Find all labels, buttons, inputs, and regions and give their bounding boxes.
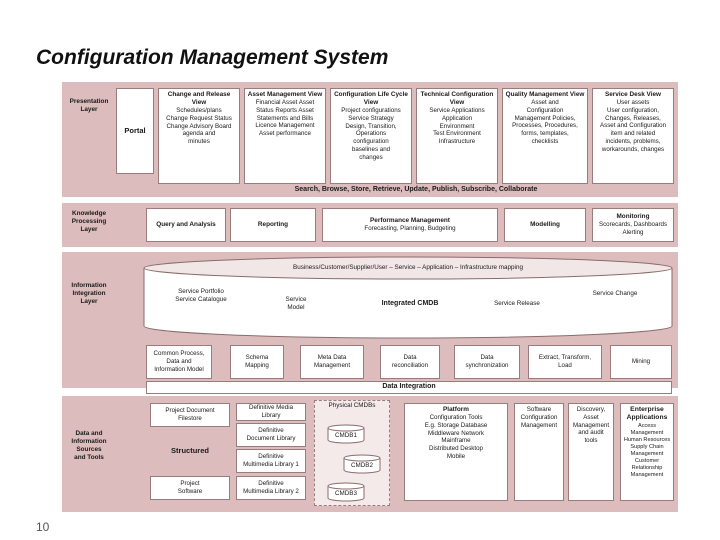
enterprise-desc: Access Management Human Resources Supply… <box>623 422 671 478</box>
service-release: Service Release <box>494 300 540 307</box>
view-desc: Service Applications Application Environ… <box>429 107 485 145</box>
data-integration-bar[interactable]: Data Integration <box>146 381 672 394</box>
enterprise-title: Enterprise Applications <box>626 406 668 422</box>
modelling-box[interactable]: Modelling <box>504 208 586 242</box>
performance-desc: Forecasting, Planning, Budgeting <box>364 225 456 233</box>
modelling-label: Modelling <box>530 221 560 228</box>
performance-box[interactable]: Performance Management Forecasting, Plan… <box>322 208 498 242</box>
tool-etl[interactable]: Extract, Transform, Load <box>528 345 602 379</box>
view-title: Configuration Life Cycle View <box>334 91 408 106</box>
view-desc: Asset and Configuration Management Polic… <box>512 99 578 145</box>
project-doc-filestore[interactable]: Project Document Filestore <box>150 403 230 427</box>
view-change-release[interactable]: Change and Release View Schedules/plans … <box>158 88 240 184</box>
tool-mining[interactable]: Mining <box>610 345 672 379</box>
slide-title: Configuration Management System <box>36 46 389 69</box>
filestore-label: Project Document Filestore <box>165 407 215 422</box>
ddl-label: Definitive Document Library <box>246 427 296 442</box>
tool-label: Extract, Transform, Load <box>538 354 592 369</box>
enterprise-apps-box[interactable]: Enterprise Applications Access Managemen… <box>620 403 674 501</box>
structured-label: Structured <box>171 446 209 455</box>
service-portfolio: Service Portfolio Service Catalogue <box>175 288 227 303</box>
service-model: Service Model <box>285 296 307 311</box>
view-title: Technical Configuration View <box>420 91 494 106</box>
dml-box[interactable]: Definitive Media Library <box>236 403 306 421</box>
cmdb1-label: CMDB1 <box>334 432 358 439</box>
dml2-box[interactable]: Definitive Multimedia Library 2 <box>236 476 306 500</box>
view-title: Service Desk View <box>604 91 662 98</box>
cmdb2-label: CMDB2 <box>350 462 374 469</box>
integration-layer-label: Information Integration Layer <box>71 282 107 305</box>
tool-data-reconciliation[interactable]: Data reconciliation <box>380 345 440 379</box>
tool-schema-mapping[interactable]: Schema Mapping <box>230 345 284 379</box>
portal-box[interactable]: Portal <box>116 88 154 174</box>
view-service-desk[interactable]: Service Desk View User assets User confi… <box>592 88 674 184</box>
platform-box[interactable]: Platform Configuration Tools E.g. Storag… <box>404 403 508 501</box>
presentation-layer-label: Presentation Layer <box>69 98 109 113</box>
project-software[interactable]: Project Software <box>150 476 230 500</box>
monitoring-desc: Scorecards, Dashboards Alerting <box>598 221 668 236</box>
data-layer-label: Data and Information Sources and Tools <box>71 430 107 461</box>
page-number: 10 <box>36 520 50 534</box>
data-integration-label: Data Integration <box>382 383 436 391</box>
tool-label: Mining <box>631 358 651 366</box>
discovery-label: Discovery, Asset Management and audit to… <box>572 406 610 444</box>
cmdb2-cylinder <box>343 454 381 474</box>
view-desc: Project configurations Service Strategy … <box>341 107 401 161</box>
view-title: Asset Management View <box>247 91 323 98</box>
tool-label: Common Process, Data and Information Mod… <box>153 350 205 373</box>
portal-label: Portal <box>124 126 146 136</box>
tool-label: Data synchronization <box>465 354 509 369</box>
tool-data-synchronization[interactable]: Data synchronization <box>454 345 520 379</box>
view-title: Quality Management View <box>505 91 585 98</box>
tool-label: Meta Data Management <box>313 354 351 369</box>
reporting-box[interactable]: Reporting <box>230 208 316 242</box>
knowledge-layer-label: Knowledge Processing Layer <box>71 210 107 233</box>
performance-title: Performance Management <box>370 217 450 225</box>
service-change: Service Change <box>592 290 638 297</box>
ddl-box[interactable]: Definitive Document Library <box>236 423 306 447</box>
monitoring-box[interactable]: Monitoring Scorecards, Dashboards Alerti… <box>592 208 674 242</box>
view-config-lifecycle[interactable]: Configuration Life Cycle View Project co… <box>330 88 412 184</box>
view-desc: Financial Asset Asset Status Reports Ass… <box>255 99 315 137</box>
monitoring-title: Monitoring <box>616 213 650 221</box>
software-config-box[interactable]: Software Configuration Management <box>514 403 564 501</box>
view-asset-management[interactable]: Asset Management View Financial Asset As… <box>244 88 326 184</box>
project-software-label: Project Software <box>177 480 203 495</box>
tool-metadata[interactable]: Meta Data Management <box>300 345 364 379</box>
dml2-label: Definitive Multimedia Library 2 <box>243 480 299 495</box>
view-quality-management[interactable]: Quality Management View Asset and Config… <box>502 88 588 184</box>
platform-desc: Configuration Tools E.g. Storage Databas… <box>424 414 488 460</box>
search-bar-strip: Search, Browse, Store, Retrieve, Update,… <box>294 185 538 193</box>
integrated-cmdb-cylinder <box>143 256 673 339</box>
reporting-label: Reporting <box>257 221 289 228</box>
cmdb-top-mapping: Business/Customer/Supplier/User – Servic… <box>293 264 523 271</box>
dml1-label: Definitive Multimedia Library 1 <box>243 453 299 468</box>
integrated-cmdb-label: Integrated CMDB <box>381 300 439 307</box>
discovery-box[interactable]: Discovery, Asset Management and audit to… <box>568 403 614 501</box>
physical-cmdbs-label: Physical CMDBs <box>328 402 376 409</box>
dml-label: Definitive Media Library <box>248 404 294 419</box>
cmdb1-cylinder <box>327 424 365 444</box>
tool-label: Schema Mapping <box>245 354 269 369</box>
tool-label: Data reconciliation <box>391 354 429 369</box>
cmdb3-label: CMDB3 <box>334 490 358 497</box>
view-title: Change and Release View <box>167 91 231 106</box>
query-label: Query and Analysis <box>156 221 216 228</box>
query-analysis-box[interactable]: Query and Analysis <box>146 208 226 242</box>
dml1-box[interactable]: Definitive Multimedia Library 1 <box>236 449 306 473</box>
view-desc: User assets User configuration, Changes,… <box>599 99 667 153</box>
tool-common-process[interactable]: Common Process, Data and Information Mod… <box>146 345 212 379</box>
platform-title: Platform <box>443 406 469 413</box>
software-config-label: Software Configuration Management <box>520 406 558 429</box>
cmdb3-cylinder <box>327 482 365 502</box>
view-technical-config[interactable]: Technical Configuration View Service App… <box>416 88 498 184</box>
view-desc: Schedules/plans Change Request Status Ch… <box>166 107 232 145</box>
